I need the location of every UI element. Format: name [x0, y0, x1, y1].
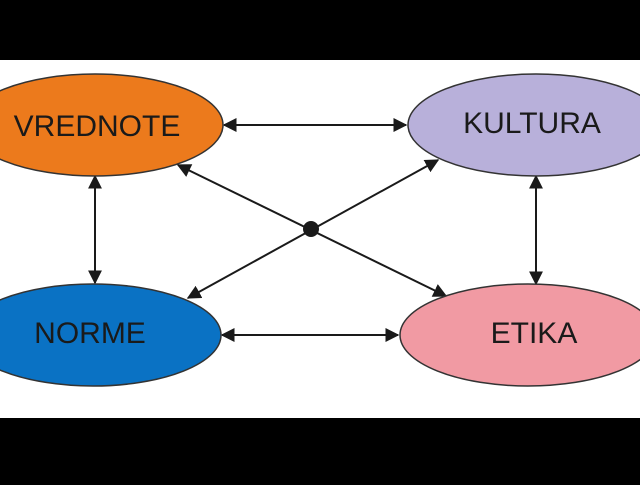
nodes-layer: VREDNOTE KULTURA NORME ETIKA — [0, 73, 640, 387]
edges-layer — [88, 118, 543, 342]
node-vrednote-ellipse — [0, 73, 224, 177]
node-kultura: KULTURA — [407, 73, 640, 177]
center-junction-dot — [303, 221, 319, 237]
node-norme: NORME — [0, 283, 222, 387]
node-kultura-ellipse — [407, 73, 640, 177]
node-vrednote-label: VREDNOTE — [14, 110, 181, 143]
node-etika: ETIKA — [399, 283, 640, 387]
node-kultura-label: KULTURA — [463, 107, 601, 140]
letterbox-top — [0, 0, 640, 60]
node-norme-ellipse — [0, 283, 222, 387]
node-etika-label: ETIKA — [491, 317, 578, 350]
letterbox-bottom — [0, 418, 640, 480]
node-vrednote: VREDNOTE — [0, 73, 224, 177]
node-norme-label: NORME — [34, 317, 146, 350]
node-etika-ellipse — [399, 283, 640, 387]
